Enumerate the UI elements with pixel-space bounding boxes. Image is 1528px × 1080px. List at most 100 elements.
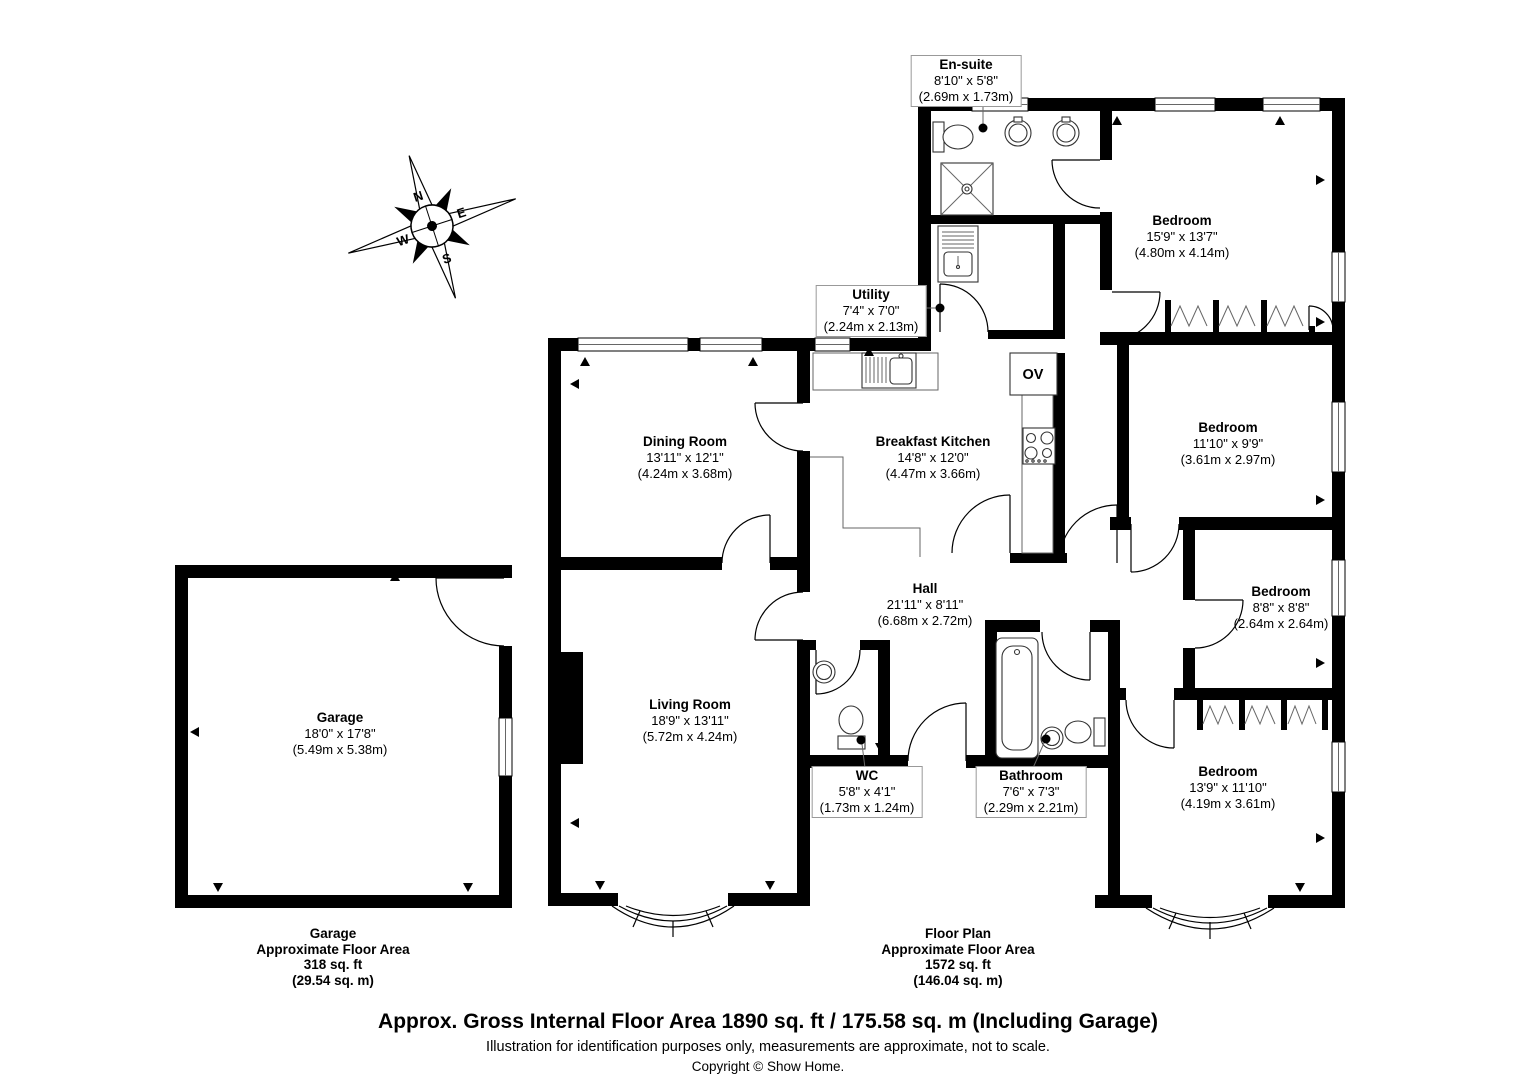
doors bbox=[435, 159, 1334, 762]
callout-utility: Utility 7'4" x 7'0" (2.24m x 2.13m) bbox=[815, 285, 927, 337]
bay-window-bedroom bbox=[1145, 907, 1275, 939]
window bbox=[1331, 251, 1346, 303]
area-sqft: 1572 sq. ft bbox=[924, 957, 992, 972]
wc-fixtures bbox=[812, 660, 866, 750]
area-title: Garage bbox=[309, 926, 357, 941]
room-size-metric: (6.68m x 2.72m) bbox=[877, 613, 973, 628]
room-label-bedroom2: Bedroom 11'10" x 9'9" (3.61m x 2.97m) bbox=[1181, 420, 1276, 468]
room-size-metric: (2.69m x 1.73m) bbox=[918, 89, 1014, 104]
basin-icon bbox=[812, 660, 836, 684]
door-utility bbox=[939, 283, 989, 333]
toilet-icon bbox=[932, 121, 974, 153]
room-name: Bedroom bbox=[1152, 213, 1212, 228]
basin-icon bbox=[1004, 116, 1032, 147]
door-dining-hall bbox=[754, 402, 804, 452]
counter-right bbox=[1021, 394, 1054, 554]
room-name: Garage bbox=[316, 710, 364, 725]
door-bedroom3 bbox=[1194, 599, 1244, 649]
room-label-kitchen: Breakfast Kitchen 14'8" x 12'0" (4.47m x… bbox=[876, 434, 991, 482]
bay-window-living bbox=[611, 905, 735, 937]
garage-area-summary: Garage Approximate Floor Area 318 sq. ft… bbox=[256, 926, 409, 988]
kitchen-units: OV bbox=[810, 225, 1058, 557]
room-name: Breakfast Kitchen bbox=[875, 434, 991, 449]
room-name: Hall bbox=[912, 581, 938, 596]
room-size-metric: (2.24m x 2.13m) bbox=[823, 319, 919, 334]
callout-ensuite: En-suite 8'10" x 5'8" (2.69m x 1.73m) bbox=[910, 55, 1022, 107]
room-name: En-suite bbox=[939, 57, 993, 72]
compass-north-label: N bbox=[411, 188, 425, 205]
room-size-imperial: 8'8" x 8'8" bbox=[1252, 600, 1310, 615]
area-sqft: 318 sq. ft bbox=[303, 957, 363, 972]
toilet-icon bbox=[837, 705, 866, 750]
window bbox=[814, 337, 851, 352]
area-subtitle: Approximate Floor Area bbox=[881, 941, 1035, 957]
room-size-metric: (4.19m x 3.61m) bbox=[1180, 796, 1276, 811]
oven-label: OV bbox=[1023, 367, 1044, 383]
leader-dot bbox=[1041, 734, 1051, 744]
door-front bbox=[907, 702, 967, 762]
oven-unit: OV bbox=[1009, 352, 1058, 396]
room-size-imperial: 13'9" x 11'10" bbox=[1189, 780, 1267, 795]
room-name: Bedroom bbox=[1198, 764, 1258, 779]
room-label-bedroom4: Bedroom 13'9" x 11'10" (4.19m x 3.61m) bbox=[1181, 764, 1276, 812]
room-size-metric: (4.24m x 3.68m) bbox=[637, 466, 733, 481]
floorplan-area-summary: Floor Plan Approximate Floor Area 1572 s… bbox=[881, 926, 1034, 988]
window bbox=[1331, 401, 1346, 473]
room-size-metric: (2.29m x 2.21m) bbox=[983, 800, 1079, 815]
area-title: Floor Plan bbox=[924, 926, 991, 941]
callout-leaders bbox=[856, 100, 1051, 769]
room-label-hall: Hall 21'11" x 8'11" (6.68m x 2.72m) bbox=[878, 581, 973, 629]
shower-icon bbox=[940, 162, 994, 216]
room-size-imperial: 18'0" x 17'8" bbox=[304, 726, 376, 741]
basin-icon bbox=[1040, 726, 1064, 750]
room-size-imperial: 7'4" x 7'0" bbox=[842, 303, 900, 318]
window bbox=[699, 337, 763, 352]
hob-icon bbox=[1022, 427, 1056, 465]
measurement-markers bbox=[190, 116, 1325, 892]
room-name: Utility bbox=[852, 287, 890, 302]
room-name: Living Room bbox=[649, 697, 731, 712]
room-size-imperial: 21'11" x 8'11" bbox=[886, 597, 964, 612]
room-size-imperial: 7'6" x 7'3" bbox=[1002, 784, 1060, 799]
door-ensuite bbox=[1051, 159, 1101, 209]
room-name: WC bbox=[855, 768, 879, 783]
room-label-bedroom3: Bedroom 8'8" x 8'8" (2.64m x 2.64m) bbox=[1234, 584, 1329, 632]
area-sqm: (146.04 sq. m) bbox=[913, 972, 1003, 988]
room-size-imperial: 11'10" x 9'9" bbox=[1192, 436, 1264, 451]
room-size-metric: (4.80m x 4.14m) bbox=[1134, 245, 1230, 260]
room-size-imperial: 8'10" x 5'8" bbox=[933, 73, 999, 88]
room-size-metric: (4.47m x 3.66m) bbox=[885, 466, 981, 481]
room-name: Dining Room bbox=[643, 434, 727, 449]
door-hall-corridor bbox=[1058, 504, 1118, 564]
room-label-dining: Dining Room 13'11" x 12'1" (4.24m x 3.68… bbox=[638, 434, 733, 482]
room-size-metric: (5.72m x 4.24m) bbox=[642, 729, 738, 744]
wardrobes bbox=[1165, 300, 1328, 730]
room-size-imperial: 18'9" x 13'11" bbox=[651, 713, 729, 728]
bathroom-fixtures bbox=[995, 637, 1106, 759]
area-subtitle: Approximate Floor Area bbox=[256, 941, 410, 957]
window bbox=[1331, 741, 1346, 793]
copyright-text: Copyright © Show Home. bbox=[691, 1059, 845, 1074]
door-bedroom2 bbox=[1130, 523, 1180, 573]
kitchen-sink-icon bbox=[861, 352, 917, 389]
basin-icon bbox=[1052, 116, 1080, 147]
callout-wc: WC 5'8" x 4'1" (1.73m x 1.24m) bbox=[811, 766, 923, 818]
door-kitchen bbox=[951, 494, 1011, 554]
door-bathroom bbox=[1041, 631, 1091, 681]
window bbox=[1154, 97, 1216, 112]
room-size-imperial: 15'9" x 13'7" bbox=[1146, 229, 1218, 244]
window bbox=[577, 337, 689, 352]
room-name: Bedroom bbox=[1251, 584, 1311, 599]
window bbox=[1331, 559, 1346, 617]
room-size-metric: (2.64m x 2.64m) bbox=[1233, 616, 1329, 631]
breakfast-bar-edge bbox=[810, 456, 921, 557]
room-name: Bedroom bbox=[1198, 420, 1258, 435]
leader-dot bbox=[856, 735, 866, 745]
utility-sink-icon bbox=[937, 225, 979, 283]
disclaimer-text: Illustration for identification purposes… bbox=[486, 1039, 1050, 1055]
bathtub-icon bbox=[995, 637, 1039, 759]
window bbox=[1262, 97, 1321, 112]
ensuite-fixtures bbox=[932, 116, 1080, 216]
leader-dot bbox=[978, 123, 988, 133]
